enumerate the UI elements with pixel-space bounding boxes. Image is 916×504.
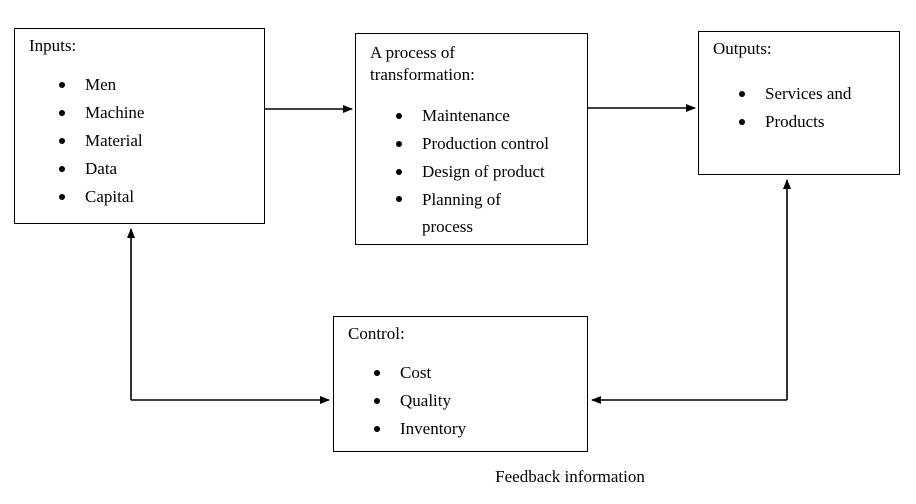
node-control[interactable]: Control: Cost Quality Inventory: [333, 316, 588, 452]
bullet-dot-icon: [739, 119, 745, 125]
bullet-dot-icon: [396, 169, 402, 175]
node-process[interactable]: A process of transformation: Maintenance…: [355, 33, 588, 245]
bullet-dot-icon: [396, 196, 402, 202]
bullet-dot-icon: [396, 113, 402, 119]
bullet-dot-icon: [59, 138, 65, 144]
list-item-label: Maintenance: [422, 106, 510, 125]
node-process-list: Maintenance Production control Design of…: [388, 102, 549, 240]
bullet-dot-icon: [59, 82, 65, 88]
node-inputs-list: Men Machine Material Data Capital: [51, 71, 144, 211]
list-item-label: Cost: [400, 363, 432, 382]
list-item: Products: [731, 108, 851, 136]
bullet-dot-icon: [59, 194, 65, 200]
connector-control-to-inputs: [127, 228, 330, 404]
list-item: Men: [51, 71, 144, 99]
list-item: Inventory: [366, 415, 466, 443]
list-item: Planning of process: [388, 186, 537, 240]
list-item-label: Planning of process: [422, 190, 501, 236]
list-item-label: Services and: [765, 84, 852, 103]
bullet-dot-icon: [374, 398, 380, 404]
node-inputs[interactable]: Inputs: Men Machine Material Data Capita…: [14, 28, 265, 224]
bullet-dot-icon: [739, 91, 745, 97]
list-item: Material: [51, 127, 144, 155]
list-item: Quality: [366, 387, 466, 415]
bullet-dot-icon: [59, 110, 65, 116]
feedback-information-caption: Feedback information: [495, 467, 645, 486]
node-control-title: Control:: [348, 324, 405, 343]
list-item-label: Material: [85, 131, 143, 150]
node-outputs-title: Outputs:: [713, 39, 772, 58]
list-item: Machine: [51, 99, 144, 127]
list-item-label: Machine: [85, 103, 145, 122]
list-item-label: Inventory: [400, 419, 467, 438]
node-process-title: A process of transformation:: [370, 43, 475, 84]
list-item: Design of product: [388, 158, 549, 186]
list-item: Services and: [731, 80, 851, 108]
list-item: Capital: [51, 183, 144, 211]
list-item-label: Production control: [422, 134, 550, 153]
list-item: Production control: [388, 130, 549, 158]
node-outputs[interactable]: Outputs: Services and Products: [698, 31, 900, 175]
list-item-label: Men: [85, 75, 117, 94]
connector-outputs-to-control: [591, 179, 791, 404]
list-item-label: Data: [85, 159, 118, 178]
list-item-label: Capital: [85, 187, 135, 206]
list-item: Maintenance: [388, 102, 549, 130]
bullet-dot-icon: [59, 166, 65, 172]
bullet-dot-icon: [374, 370, 380, 376]
bullet-dot-icon: [374, 426, 380, 432]
node-outputs-list: Services and Products: [731, 80, 851, 136]
list-item-label: Design of product: [422, 162, 545, 181]
list-item-label: Products: [765, 112, 825, 131]
node-inputs-title: Inputs:: [29, 36, 77, 55]
list-item: Data: [51, 155, 144, 183]
node-control-list: Cost Quality Inventory: [366, 359, 466, 443]
bullet-dot-icon: [396, 141, 402, 147]
list-item: Cost: [366, 359, 466, 387]
list-item-label: Quality: [400, 391, 451, 410]
